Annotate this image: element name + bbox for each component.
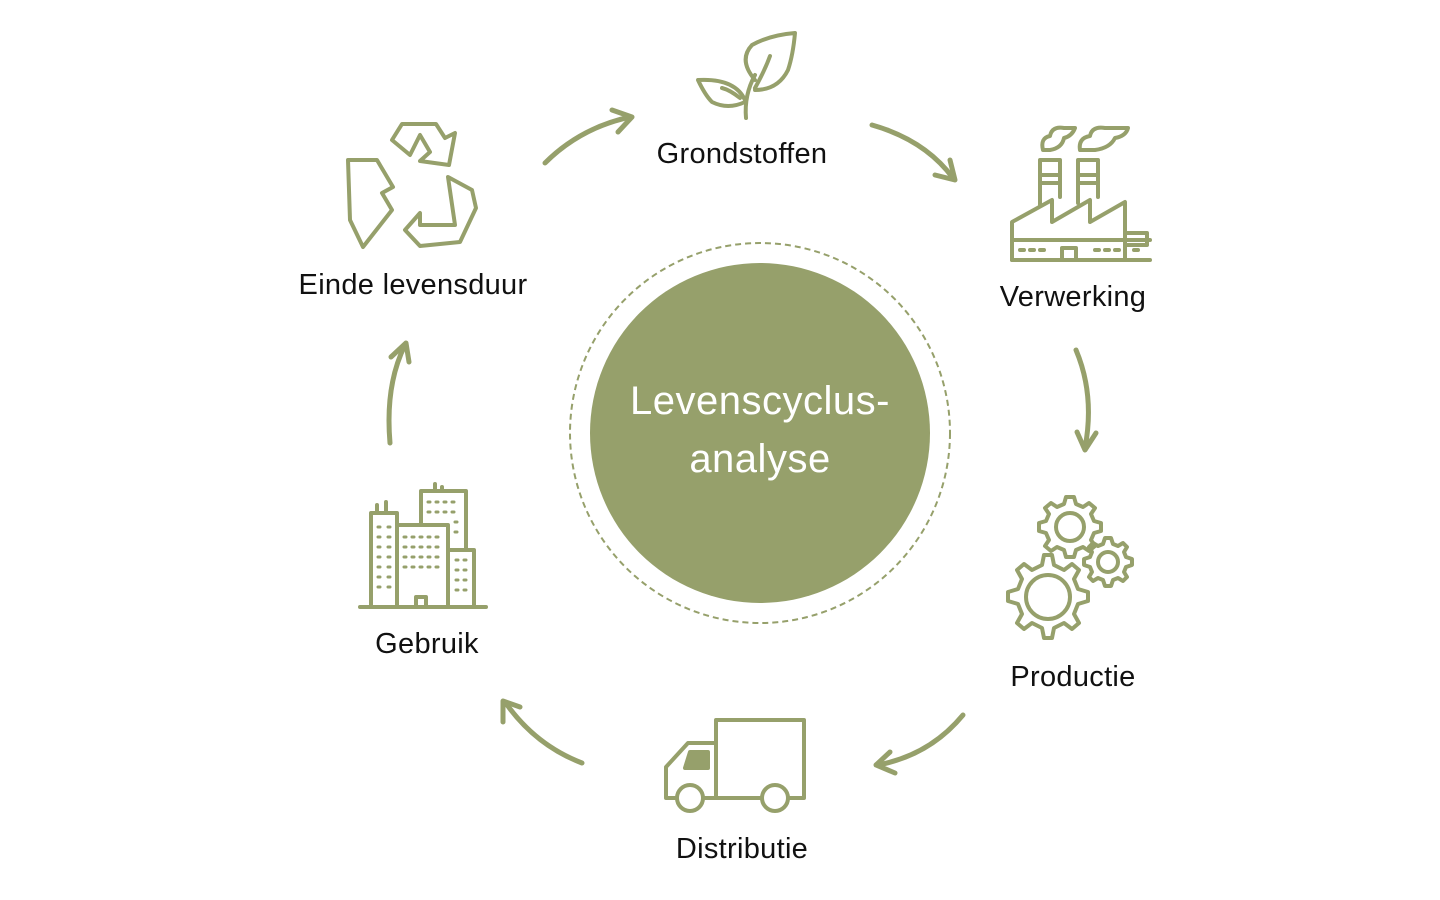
center-title: Levenscyclus- analyse: [590, 372, 930, 488]
arrow-gebruik-to-einde: [386, 340, 412, 446]
recycle-icon: [346, 122, 478, 249]
arrow-grondstoffen-to-verwerking: [869, 122, 958, 183]
arrow-verwerking-to-productie: [1073, 347, 1099, 453]
buildings-icon: [358, 482, 488, 609]
arrow-productie-to-distributie: [873, 712, 966, 776]
stage-label-productie: Productie: [1010, 661, 1136, 693]
center-title-line2: analyse: [689, 437, 831, 481]
gears-icon: [1006, 495, 1134, 640]
stage-label-einde-levensduur: Einde levensduur: [298, 269, 528, 301]
truck-icon: [664, 718, 806, 813]
center-circle: [590, 263, 930, 603]
stage-label-verwerking: Verwerking: [999, 281, 1147, 313]
arrow-distributie-to-gebruik: [500, 698, 585, 766]
leaf-icon: [696, 31, 797, 120]
stage-label-distributie: Distributie: [675, 833, 809, 865]
center-dashed-ring: [569, 242, 951, 624]
center-title-line1: Levenscyclus-: [630, 379, 890, 423]
stage-label-grondstoffen: Grondstoffen: [656, 138, 828, 170]
arrow-einde-to-grondstoffen: [542, 107, 635, 166]
stage-label-gebruik: Gebruik: [375, 628, 479, 660]
factory-icon: [1010, 125, 1152, 262]
